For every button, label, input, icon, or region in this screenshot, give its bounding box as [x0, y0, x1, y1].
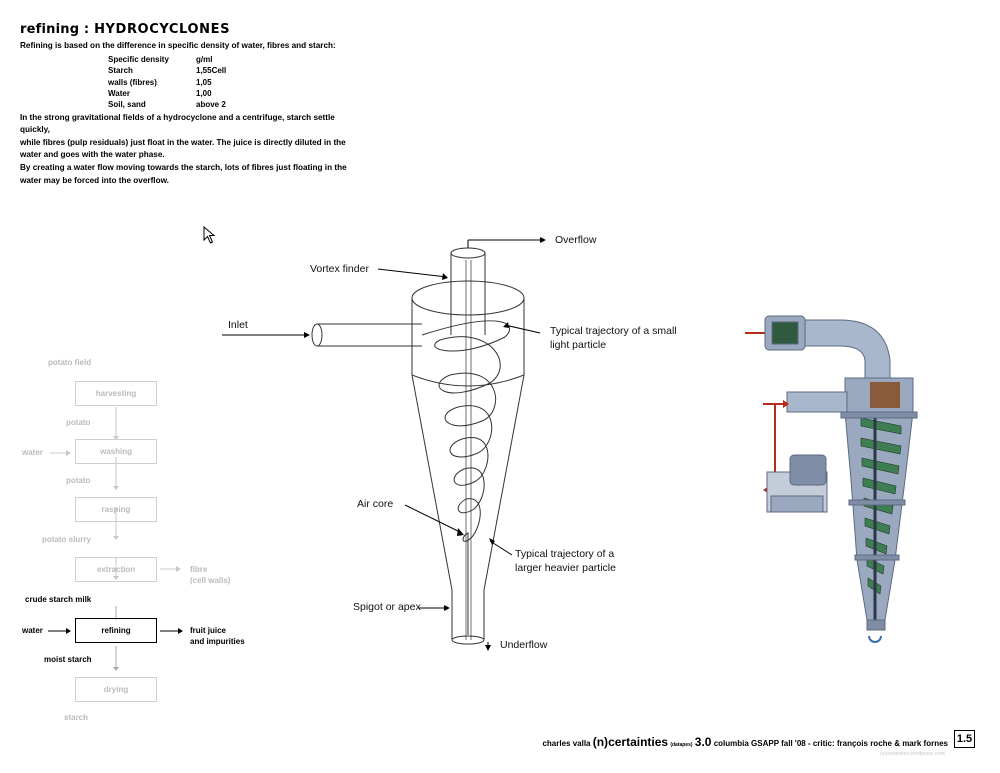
- paragraph-line: In the strong gravitational fields of a …: [20, 112, 335, 135]
- hydrocyclone-cutaway-illustration: [745, 315, 918, 643]
- intro-text: Refining is based on the difference in s…: [20, 41, 336, 50]
- density-value: 1,05: [196, 77, 212, 87]
- flow-label-crude-starch-milk: crude starch milk: [25, 595, 92, 604]
- flow-label-potato: potato: [66, 418, 91, 427]
- page-number: 1.5: [954, 730, 975, 748]
- flow-label-potato-slurry: potato slurry: [42, 535, 91, 544]
- footer-course: columbia GSAPP fall '08 - critic: franço…: [713, 739, 948, 748]
- flow-label-cell-walls: (cell walls): [190, 576, 231, 585]
- paragraph-line: while fibres (pulp residuals) just float…: [20, 137, 346, 147]
- inlet-label: Inlet: [228, 319, 248, 331]
- flow-label-moist-starch: moist starch: [44, 655, 92, 664]
- density-value: 1,00: [196, 88, 212, 98]
- process-flow: potato field harvesting potato water was…: [0, 350, 260, 730]
- table-row: Water 1,00: [108, 88, 226, 99]
- title-prefix: refining :: [20, 22, 95, 37]
- header-text-block: refining : HYDROCYCLONES Refining is bas…: [20, 22, 360, 187]
- flow-label-potato-field: potato field: [48, 358, 92, 367]
- underflow-label: Underflow: [500, 639, 548, 651]
- footer-tag: (datapes): [670, 742, 693, 748]
- hydrocyclone-drawing: [222, 237, 546, 651]
- flow-label-starch: starch: [64, 713, 89, 722]
- footer-n-paren: (n): [592, 735, 609, 749]
- paragraph-line: water may be forced into the overflow.: [20, 175, 169, 185]
- hydrocyclone-diagram: Overflow Vortex finder Inlet Typical tra…: [200, 215, 720, 665]
- footer-url: (n)certainties.wordpress.com/: [880, 751, 946, 757]
- density-material: Starch: [108, 66, 133, 76]
- density-table: Specific density g/ml Starch 1,55Cell wal…: [108, 54, 226, 111]
- density-value: 1,55Cell: [196, 66, 227, 76]
- flow-label-potato: potato: [66, 476, 91, 485]
- page-title: refining : HYDROCYCLONES: [20, 22, 360, 37]
- footer-credit: charles valla (n)certainties (datapes) 3…: [542, 735, 948, 749]
- flow-label-impurities: and impurities: [190, 637, 245, 646]
- small-particle-label-1: Typical trajectory of a small: [550, 325, 677, 337]
- flow-box-drying: drying: [75, 677, 157, 702]
- flow-box-rasping: rasping: [75, 497, 157, 522]
- table-row: Starch 1,55Cell: [108, 65, 226, 76]
- density-material: Water: [108, 88, 130, 98]
- flow-label-water-input: water: [22, 626, 43, 635]
- vortex-finder-label: Vortex finder: [310, 263, 369, 275]
- spigot-label: Spigot or apex: [353, 601, 421, 613]
- flow-box-refining: refining: [75, 618, 157, 643]
- overflow-label: Overflow: [555, 234, 597, 246]
- footer-version: 3.0: [694, 735, 712, 749]
- paragraph-line: By creating a water flow moving towards …: [20, 162, 347, 172]
- footer-author: charles valla: [542, 739, 591, 748]
- mouse-cursor-icon: [203, 226, 216, 244]
- table-row: Soil, sand above 2: [108, 99, 226, 110]
- large-particle-label-2: larger heavier particle: [515, 562, 616, 574]
- density-head-cell: Specific density: [108, 54, 169, 64]
- flow-box-extraction: extraction: [75, 557, 157, 582]
- density-material: Soil, sand: [108, 100, 146, 110]
- density-head-cell: g/ml: [196, 54, 213, 64]
- flow-box-harvesting: harvesting: [75, 381, 157, 406]
- density-value: above 2: [196, 100, 226, 110]
- flow-label-water-input: water: [22, 448, 43, 457]
- flow-box-washing: washing: [75, 439, 157, 464]
- density-material: walls (fibres): [108, 77, 157, 87]
- large-particle-label-1: Typical trajectory of a: [515, 548, 615, 560]
- flow-label-fruit-juice: fruit juice: [190, 626, 227, 635]
- air-core-label: Air core: [357, 498, 394, 510]
- paragraph-line: water and goes with the water phase.: [20, 150, 165, 160]
- flow-label-fibre: fibre: [190, 565, 208, 574]
- table-row: walls (fibres) 1,05: [108, 76, 226, 87]
- process-flow-connectors: [48, 407, 183, 671]
- title-highlight: HYDROCYCLONES: [94, 22, 231, 37]
- footer-certainties: certainties: [608, 735, 669, 749]
- small-particle-label-2: light particle: [550, 339, 607, 351]
- density-table-head: Specific density g/ml: [108, 54, 226, 65]
